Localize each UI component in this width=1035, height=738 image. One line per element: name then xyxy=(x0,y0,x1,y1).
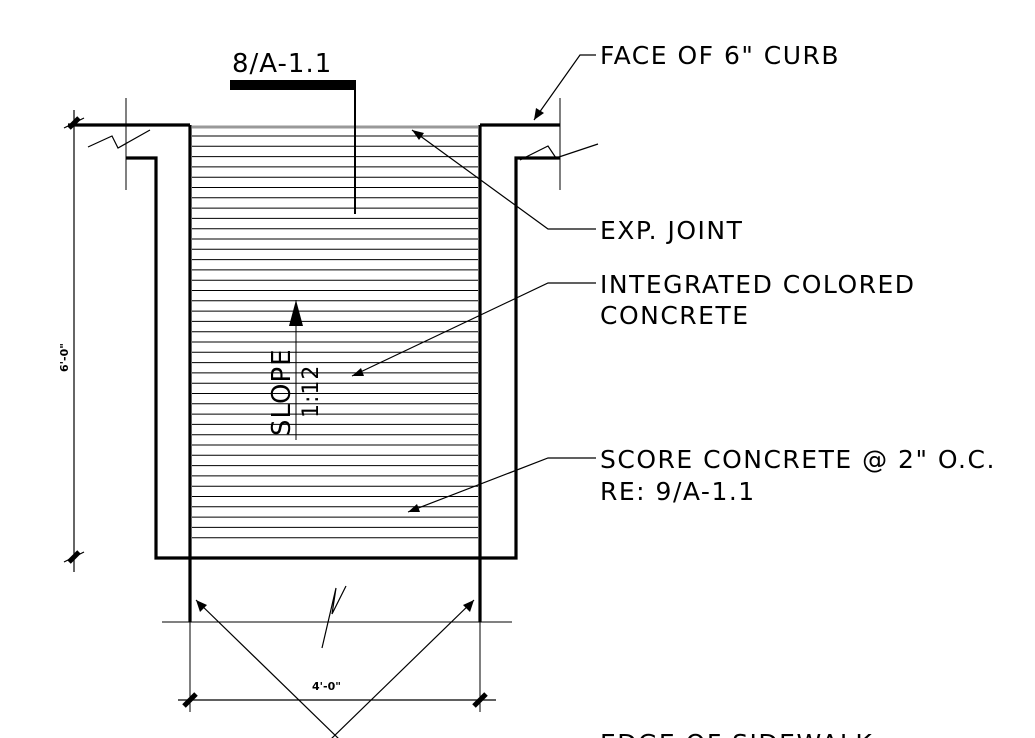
width-dimension xyxy=(162,621,512,712)
note-edge-of-sidewalk: EDGE OF SIDEWALK xyxy=(600,729,873,738)
note-score-concrete-line2: RE: 9/A-1.1 xyxy=(600,477,756,506)
edge-of-sidewalk-leaders xyxy=(195,599,475,738)
slope-label: SLOPE xyxy=(267,348,297,436)
section-ref-label: 8/A-1.1 xyxy=(232,49,332,79)
note-colored-concrete-line1: INTEGRATED COLORED xyxy=(600,270,916,299)
width-dimension-label: 4'-0" xyxy=(312,680,341,693)
break-symbol-left xyxy=(87,129,151,149)
break-symbol-right xyxy=(519,143,599,161)
score-lines xyxy=(192,135,478,539)
break-symbol-bottom xyxy=(321,585,347,649)
leader-exp-joint xyxy=(411,129,596,230)
section-cut-marker xyxy=(230,80,356,214)
curb-face-line xyxy=(68,98,561,190)
note-score-concrete-line1: SCORE CONCRETE @ 2" O.C. xyxy=(600,445,996,474)
height-dimension-label: 6'-0" xyxy=(58,343,71,372)
leader-colored-concrete xyxy=(351,282,596,377)
slope-ratio: 1:12 xyxy=(299,365,324,418)
slope-arrow xyxy=(289,300,303,440)
note-face-of-curb: FACE OF 6" CURB xyxy=(600,41,840,70)
leader-score-concrete xyxy=(407,457,596,513)
ramp-body xyxy=(188,125,482,622)
note-exp-joint: EXP. JOINT xyxy=(600,216,743,245)
height-dimension xyxy=(63,110,85,572)
note-colored-concrete-line2: CONCRETE xyxy=(600,301,750,330)
leader-face-of-curb xyxy=(533,54,596,121)
ramp-wings xyxy=(126,156,560,560)
